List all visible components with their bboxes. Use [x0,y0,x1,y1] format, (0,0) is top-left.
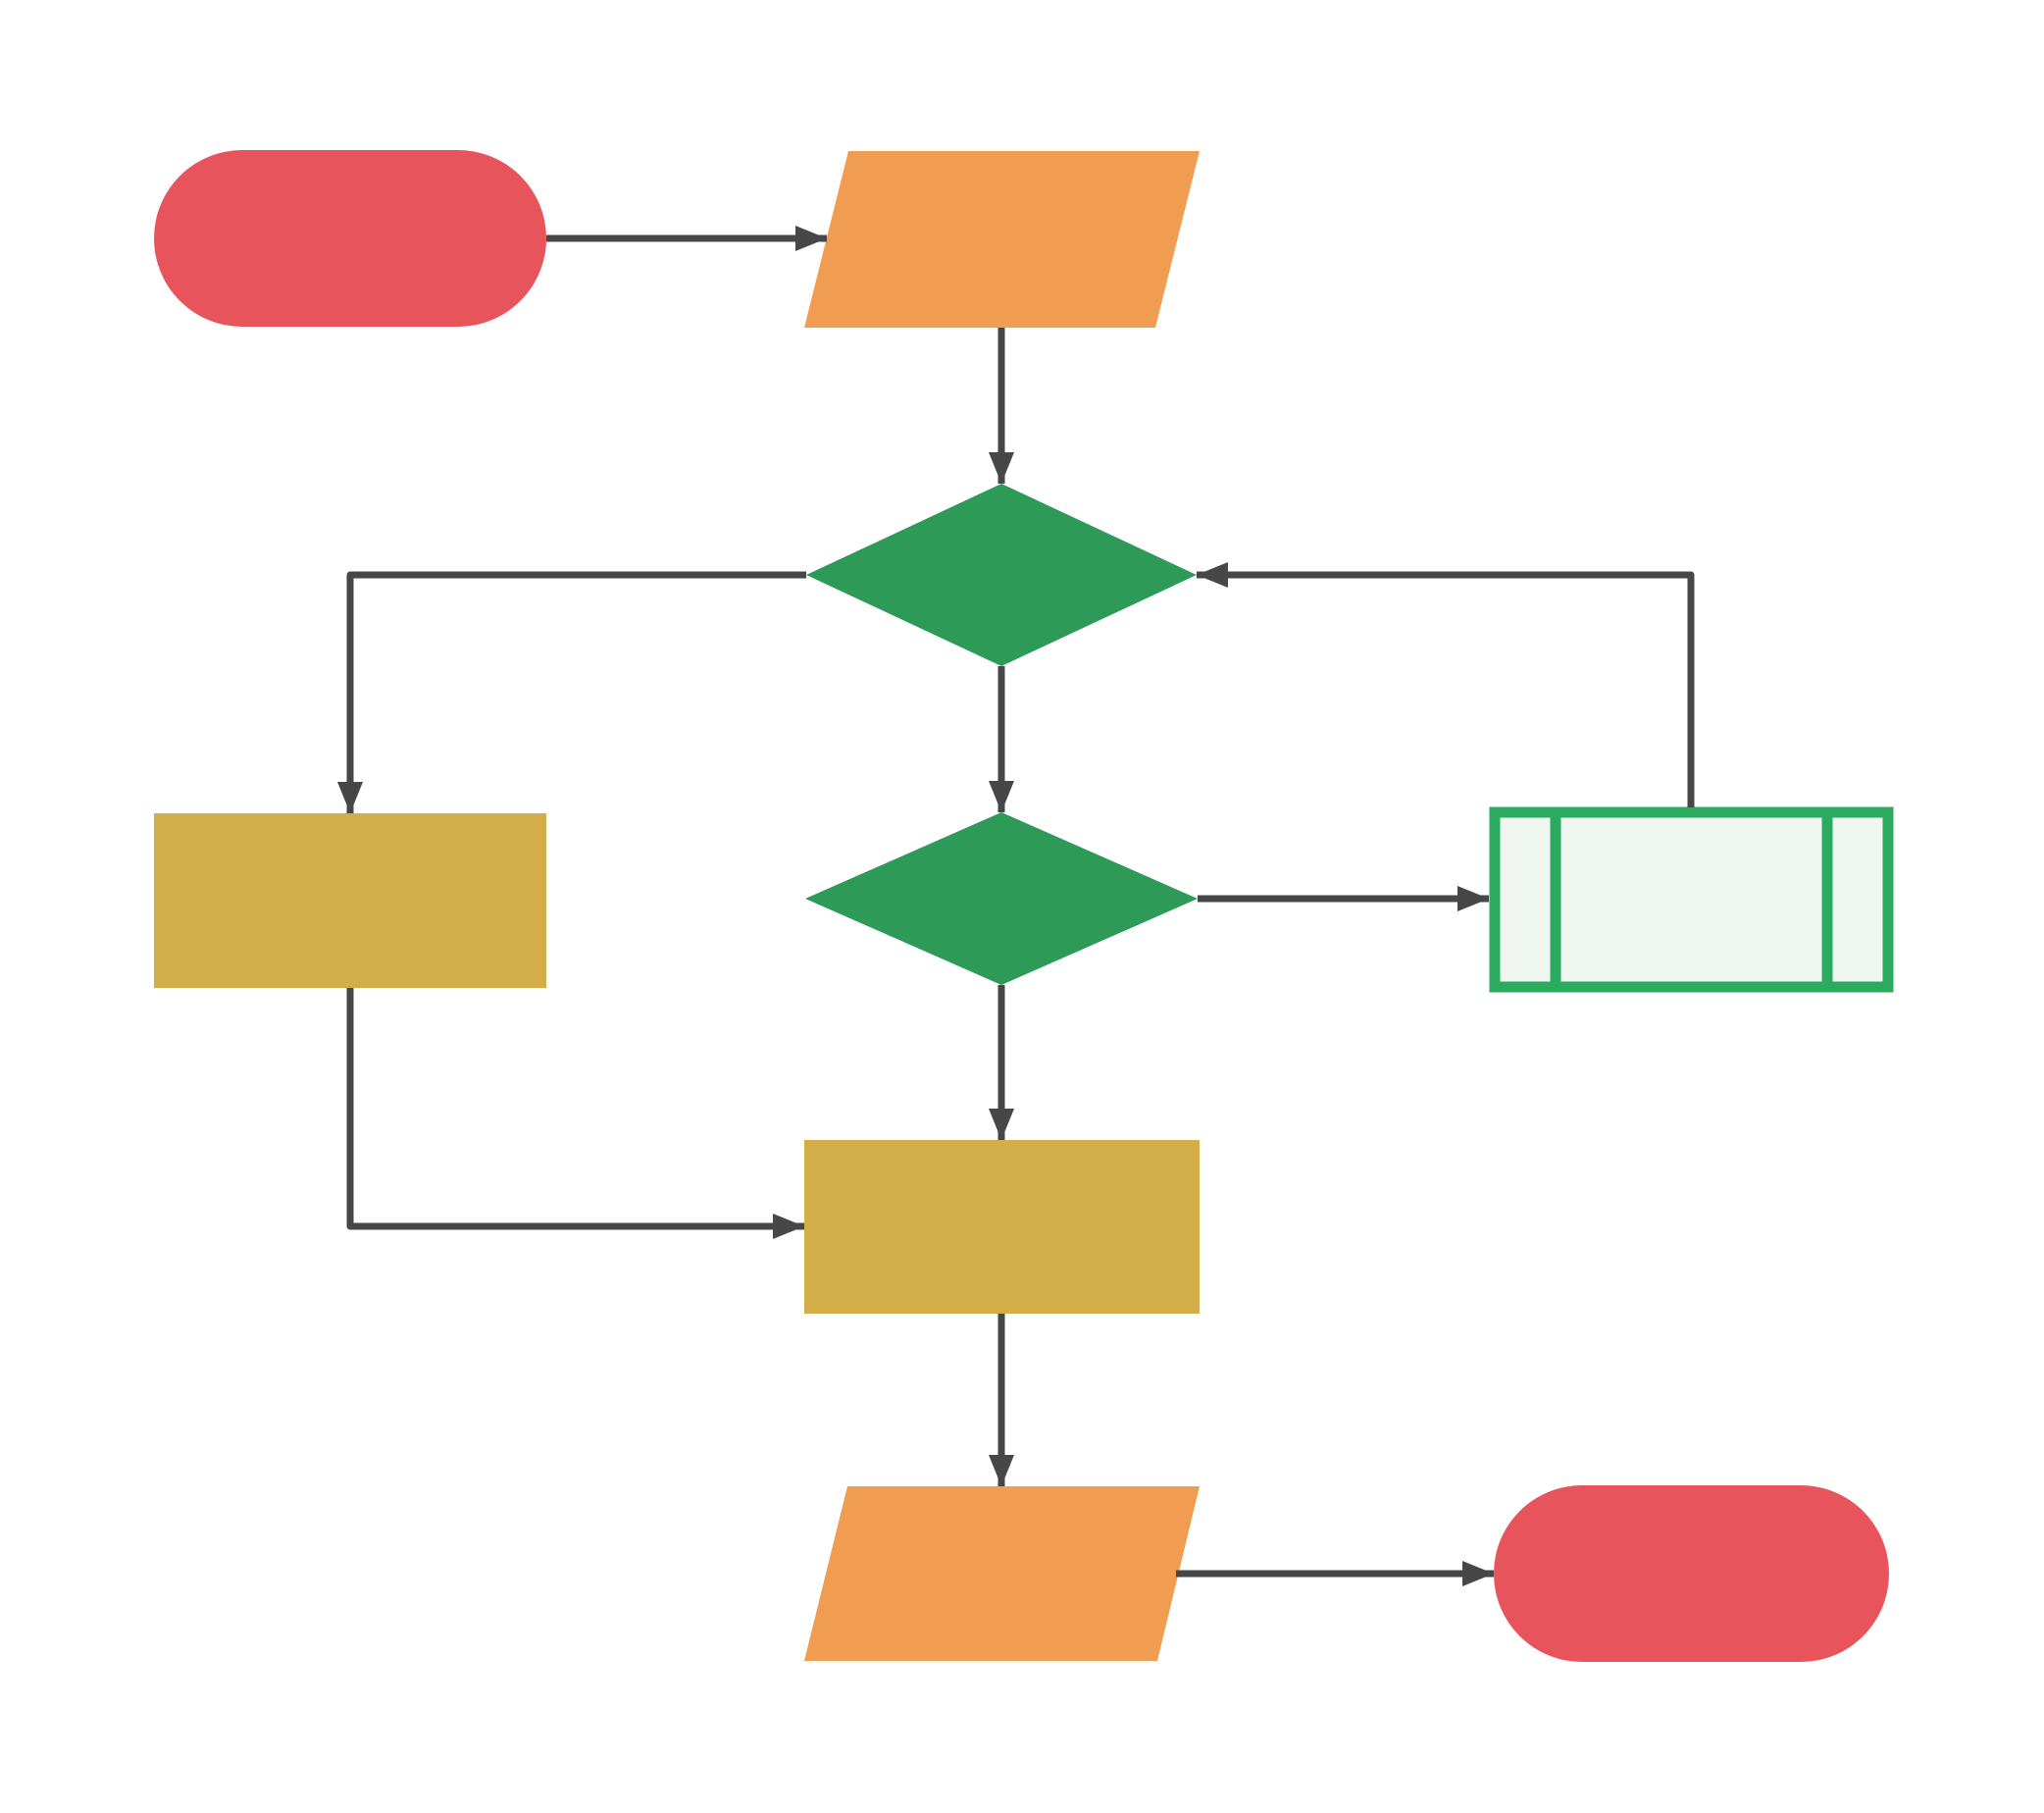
decision-1-diamond [806,484,1197,666]
decision1-to-process-left-connector [337,571,806,813]
nodes-layer [154,150,1894,1662]
output-parallelogram [804,1486,1200,1661]
predefined-to-decision1-loop-connector [1197,562,1695,807]
edges-layer [337,226,1695,1586]
predefined-process-box [1489,806,1894,993]
process-left-rect [154,813,546,988]
process-left-to-process-center-connector [346,988,804,1239]
input-parallelogram [804,151,1200,328]
process-center-rect [804,1140,1200,1314]
start-terminator [154,150,546,327]
decision-2-diamond [805,812,1198,985]
end-terminator [1494,1485,1889,1662]
